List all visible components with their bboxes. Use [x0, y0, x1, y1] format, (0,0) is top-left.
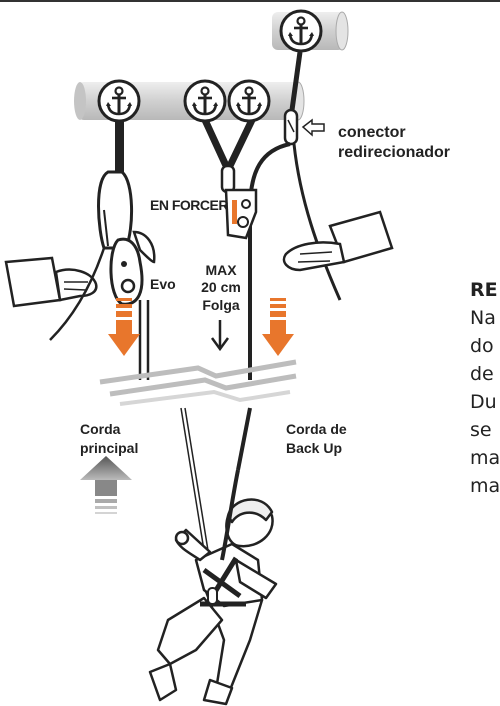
anchor-icon	[97, 79, 141, 123]
grey-up-arrow	[80, 456, 132, 514]
orange-down-arrow	[262, 298, 294, 356]
side-text-line: do	[470, 335, 494, 357]
backup-rope-lower	[236, 407, 252, 471]
corda-backup-label: Corda de	[286, 421, 347, 437]
en-forcer-label: EN FORCER	[150, 197, 228, 213]
y-sling	[201, 118, 256, 174]
side-text-line: ma	[470, 475, 500, 497]
descender-icon	[109, 230, 156, 306]
carabiner-icon	[207, 587, 218, 605]
folga-label: Folga	[202, 297, 240, 313]
side-text-line: ma	[470, 447, 500, 469]
break-lines	[99, 359, 297, 406]
sling-left	[115, 120, 124, 176]
evo-label: Evo	[150, 276, 176, 292]
side-text-line: Du	[470, 391, 497, 413]
conector-label: conector	[338, 124, 406, 141]
down-arrow-icon	[210, 320, 230, 352]
carabiner-icon	[283, 108, 299, 146]
backup-rope-lower	[220, 469, 240, 561]
anchor-icon	[183, 79, 227, 123]
descender-icon	[220, 164, 258, 240]
pointer-arrow-icon	[301, 118, 325, 137]
redirecionador-label: redirecionador	[338, 144, 451, 161]
corda-backup-label-2: Back Up	[286, 440, 343, 456]
side-title: RE	[470, 279, 498, 301]
redirect-sling	[289, 51, 303, 111]
side-text-line: Na	[470, 307, 496, 329]
carabiner-icon	[97, 170, 134, 250]
anchor-icon	[227, 79, 271, 123]
corda-principal-label: Corda	[80, 421, 121, 437]
side-text-line: se	[470, 419, 492, 441]
max-label: MAX	[205, 262, 237, 278]
anchor-icon	[279, 9, 323, 53]
rope-tail-left	[49, 247, 106, 341]
corda-principal-label-2: principal	[80, 440, 139, 456]
twenty-cm-label: 20 cm	[201, 279, 241, 295]
side-text-line: de	[470, 363, 494, 385]
rope-tail-right	[292, 143, 342, 301]
orange-down-arrow	[108, 298, 140, 356]
hand-icon	[282, 210, 394, 272]
